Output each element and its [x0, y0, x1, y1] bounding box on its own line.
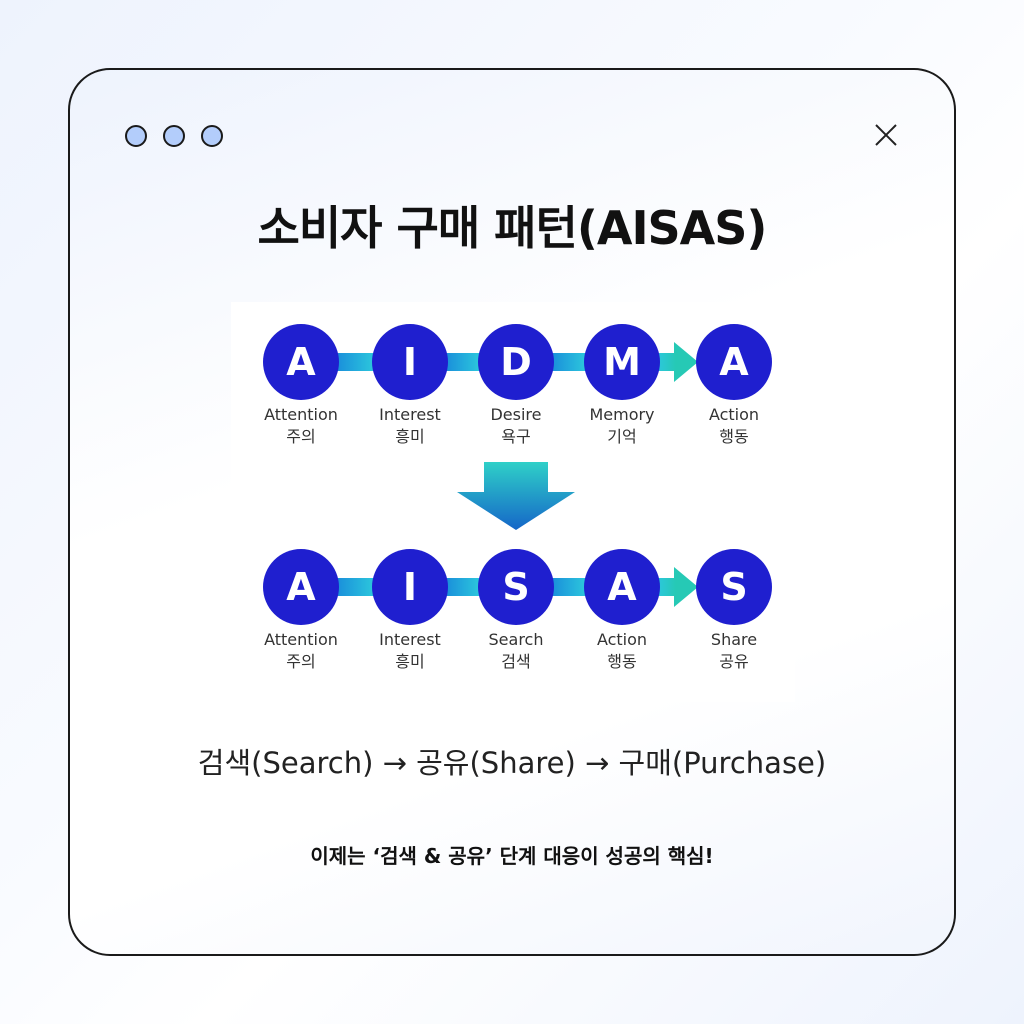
stage-label-en: Desire — [490, 405, 542, 424]
stage-circle: S — [478, 549, 554, 625]
stage-label-ko: 검색 — [501, 652, 531, 671]
stage-label-ko: 주의 — [286, 652, 316, 671]
stage-label: Action 행동 — [567, 629, 677, 673]
page-title: 소비자 구매 패턴(AISAS) — [257, 201, 768, 255]
stage-label: Search 검색 — [461, 629, 571, 673]
arrow-head-icon — [674, 567, 698, 607]
stage-label-ko: 행동 — [607, 652, 637, 671]
stage-label-en: Interest — [379, 405, 441, 424]
stage-label-ko: 주의 — [286, 427, 316, 446]
subtitle: 검색(Search) → 공유(Share) → 구매(Purchase) — [197, 746, 827, 780]
window-dot-icon — [125, 125, 147, 147]
connector-bar — [658, 353, 676, 371]
stage-label: Interest 흥미 — [355, 404, 465, 448]
stage-label-ko: 기억 — [607, 427, 637, 446]
stage-circle: A — [584, 549, 660, 625]
stage-label: Interest 흥미 — [355, 629, 465, 673]
stage-label: Action 행동 — [679, 404, 789, 448]
stage-label-ko: 흥미 — [395, 652, 425, 671]
connector-bar — [446, 578, 480, 596]
stage-circle: I — [372, 324, 448, 400]
stage-label-en: Memory — [589, 405, 655, 424]
stage-label-en: Interest — [379, 630, 441, 649]
aidma-aisas-diagram: A Attention 주의 I Interest 흥미 D Desire 욕구 M Memory 기… — [231, 302, 795, 702]
stage-label-en: Action — [596, 630, 648, 649]
connector-bar — [658, 578, 676, 596]
connector-bar — [337, 578, 374, 596]
stage-label-en: Share — [710, 630, 758, 649]
arrow-head-icon — [674, 342, 698, 382]
stage-circle: A — [263, 549, 339, 625]
window-dot-icon — [163, 125, 185, 147]
stage-label-ko: 흥미 — [395, 427, 425, 446]
stage-circle: D — [478, 324, 554, 400]
stage-label: Attention 주의 — [246, 404, 356, 448]
connector-bar — [337, 353, 374, 371]
stage-circle: A — [263, 324, 339, 400]
close-icon[interactable] — [873, 122, 899, 148]
footer-message: 이제는 ‘검색 & 공유’ 단계 대응이 성공의 핵심! — [310, 844, 714, 868]
down-arrow-icon — [457, 462, 575, 530]
stage-circle: S — [696, 549, 772, 625]
stage-label: Memory 기억 — [567, 404, 677, 448]
connector-bar — [446, 353, 480, 371]
stage-label: Share 공유 — [679, 629, 789, 673]
stage-label-en: Search — [488, 630, 544, 649]
connector-bar — [552, 578, 586, 596]
stage-circle: I — [372, 549, 448, 625]
connector-bar — [552, 353, 586, 371]
stage-label-ko: 공유 — [719, 652, 749, 671]
stage-label-en: Attention — [264, 630, 338, 649]
stage-label: Attention 주의 — [246, 629, 356, 673]
stage-label-en: Action — [708, 405, 760, 424]
stage-circle: M — [584, 324, 660, 400]
stage-label-ko: 욕구 — [501, 427, 531, 446]
window-dot-icon — [201, 125, 223, 147]
stage-label-en: Attention — [264, 405, 338, 424]
stage-circle: A — [696, 324, 772, 400]
stage-label: Desire 욕구 — [461, 404, 571, 448]
stage-label-ko: 행동 — [719, 427, 749, 446]
